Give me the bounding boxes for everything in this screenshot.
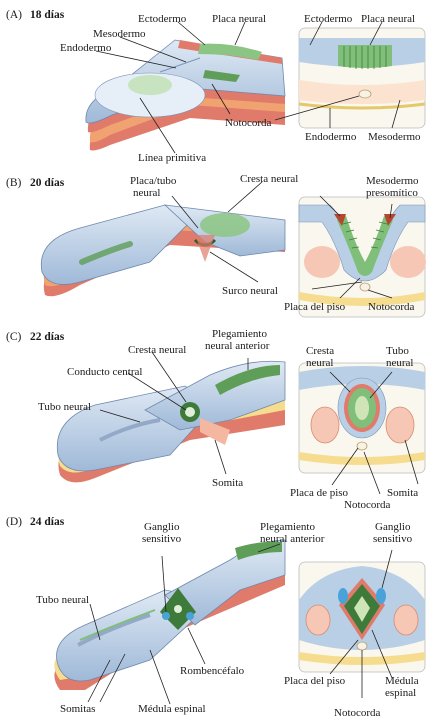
panel-a-x-label-placa-neural: Placa neural bbox=[361, 13, 415, 25]
panel-b-label-surco-neural: Surco neural bbox=[222, 285, 278, 297]
panel-c-x-label-tubo-neural: neural bbox=[386, 357, 413, 369]
panel-b-label-placa-tubo: Placa/tubo bbox=[130, 175, 177, 187]
panel-d-x-label-espinal: espinal bbox=[385, 687, 416, 699]
panel-c-label-tubo-neural: Tubo neural bbox=[38, 401, 91, 413]
panel-b-x-label-mesodermo: Mesodermo bbox=[366, 175, 419, 187]
panel-c-x-label-placa-piso: Placa de piso bbox=[290, 487, 349, 499]
panel-c-label-conducto-central: Conducto central bbox=[67, 366, 142, 378]
panel-c-embryo-3d bbox=[57, 361, 285, 482]
panel-a: (A) 18 días Ectodermo Placa neural Mesod… bbox=[6, 9, 425, 164]
panel-b-cross-section bbox=[299, 197, 426, 317]
panel-c-label-somita: Somita bbox=[212, 477, 243, 489]
panel-d-x-label-medula: Médula bbox=[385, 675, 419, 687]
panel-a-label-ectodermo: Ectodermo bbox=[138, 13, 187, 25]
panel-a-label-endodermo: Endodermo bbox=[60, 42, 112, 54]
panel-c-x-label-cresta-neural: neural bbox=[306, 357, 333, 369]
panel-d-label-sensitivo: sensitivo bbox=[142, 533, 182, 545]
panel-b: (B) 20 días Placa/tubo neural Cresta neu… bbox=[6, 173, 426, 317]
panel-c-cross-section bbox=[299, 363, 425, 473]
panel-a-label-placa-neural: Placa neural bbox=[212, 13, 266, 25]
panel-b-stage: (B) bbox=[6, 177, 22, 189]
panel-b-embryo-3d bbox=[41, 205, 285, 296]
panel-d-x-label-ganglio: Ganglio bbox=[375, 521, 411, 533]
panel-a-embryo-3d bbox=[86, 40, 285, 150]
panel-c-x-label-notocorda: Notocorda bbox=[344, 499, 391, 511]
panel-a-x-label-ectodermo: Ectodermo bbox=[304, 13, 353, 25]
panel-d-label-rombencefalo: Rombencéfalo bbox=[180, 665, 245, 677]
panel-a-label-linea-primitiva: Línea primitiva bbox=[138, 152, 206, 164]
panel-a-label-notocorda: Notocorda bbox=[225, 117, 272, 129]
panel-a-day: 18 días bbox=[30, 9, 65, 21]
panel-d-x-label-placa-piso: Placa del piso bbox=[284, 675, 346, 687]
panel-d-label-tubo-neural: Tubo neural bbox=[36, 594, 89, 606]
panel-a-x-label-endodermo: Endodermo bbox=[305, 131, 357, 143]
panel-b-label-neural: neural bbox=[133, 187, 160, 199]
panel-d-label-somitas: Somitas bbox=[60, 703, 95, 715]
panel-d-x-label-sensitivo: sensitivo bbox=[373, 533, 413, 545]
panel-b-label-cresta-neural: Cresta neural bbox=[240, 173, 298, 185]
panel-b-x-label-presomitico: presomítico bbox=[366, 187, 418, 199]
panel-d-label-ganglio: Ganglio bbox=[144, 521, 180, 533]
panel-a-x-label-mesodermo: Mesodermo bbox=[368, 131, 421, 143]
panel-d-label-plegamiento: Plegamiento bbox=[260, 521, 315, 533]
panel-c-label-neural-anterior: neural anterior bbox=[205, 340, 270, 352]
panel-b-x-label-placa-piso: Placa del piso bbox=[284, 301, 346, 313]
panel-c-x-label-cresta: Cresta bbox=[306, 345, 334, 357]
panel-c: (C) 22 días Plegamiento neural anterior … bbox=[6, 328, 425, 511]
panel-d-day: 24 días bbox=[30, 516, 65, 528]
panel-c-x-label-somita: Somita bbox=[387, 487, 418, 499]
panel-a-label-mesodermo: Mesodermo bbox=[93, 28, 146, 40]
panel-c-x-label-tubo: Tubo bbox=[386, 345, 409, 357]
panel-d-label-neural-anterior: neural anterior bbox=[260, 533, 325, 545]
panel-c-label-cresta-neural: Cresta neural bbox=[128, 344, 186, 356]
panel-c-label-plegamiento: Plegamiento bbox=[212, 328, 267, 340]
panel-c-day: 22 días bbox=[30, 331, 65, 343]
panel-d-embryo-3d bbox=[54, 540, 285, 690]
panel-c-stage: (C) bbox=[6, 331, 22, 343]
panel-b-x-label-notocorda: Notocorda bbox=[368, 301, 415, 313]
panel-d-x-label-notocorda: Notocorda bbox=[334, 707, 381, 719]
panel-d-stage: (D) bbox=[6, 516, 22, 528]
panel-a-stage: (A) bbox=[6, 9, 22, 21]
panel-d-label-medula-espinal: Médula espinal bbox=[138, 703, 206, 715]
panel-d: (D) 24 días Ganglio sensitivo Plegamient… bbox=[6, 516, 425, 719]
panel-a-cross-section bbox=[299, 28, 425, 128]
panel-b-day: 20 días bbox=[30, 177, 65, 189]
